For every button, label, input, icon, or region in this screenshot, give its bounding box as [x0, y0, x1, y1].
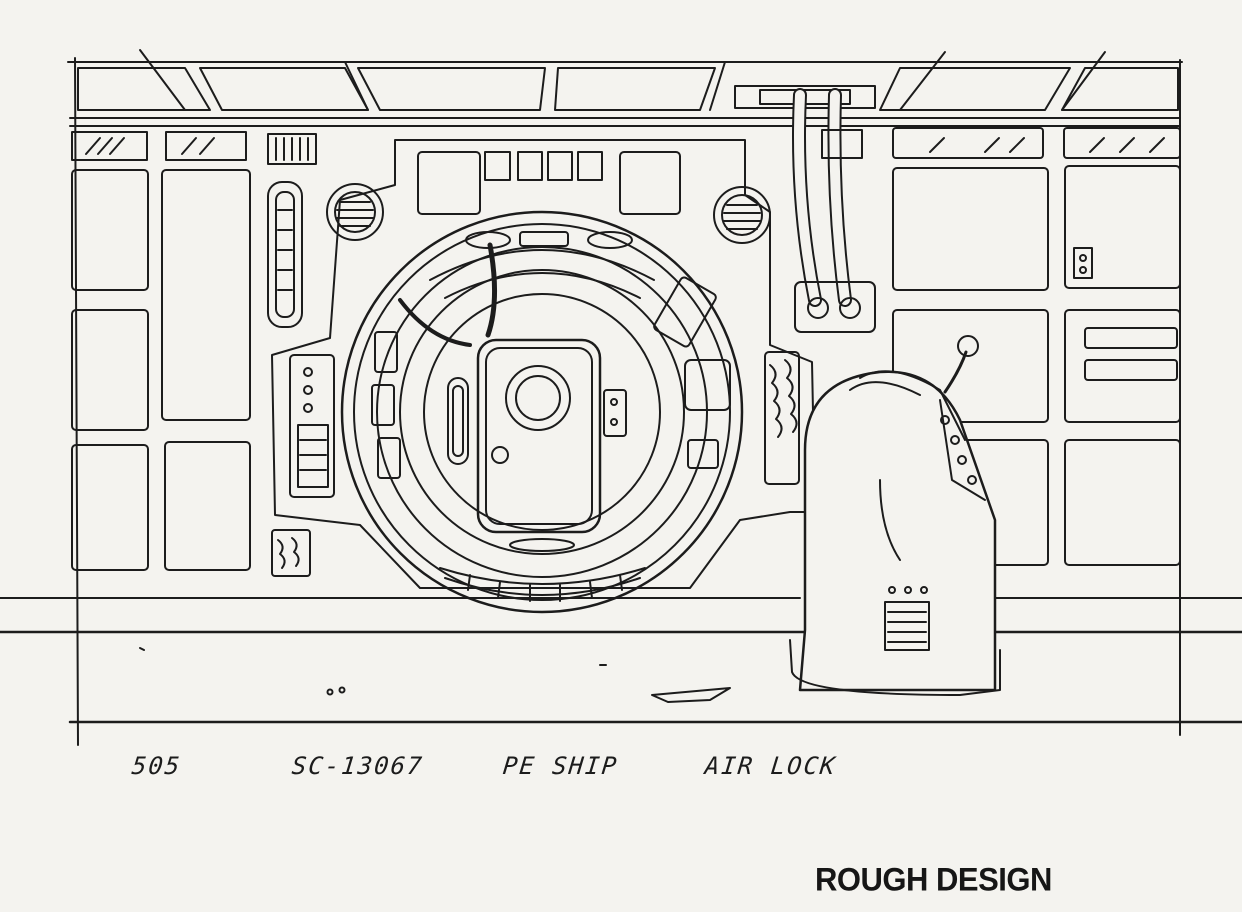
ceiling-panels	[69, 49, 1181, 127]
right-wall-panels	[892, 127, 1181, 566]
right-vent	[713, 186, 771, 244]
console-unit	[789, 335, 1001, 696]
scene-number: SC-13067	[290, 752, 426, 780]
floor-marks	[139, 647, 731, 703]
rough-design-stamp: ROUGH DESIGN	[815, 861, 1052, 898]
airlock-housing	[271, 139, 816, 589]
airlock-hatch	[340, 210, 744, 614]
left-wall-panels	[71, 131, 384, 577]
location-name: AIR LOCK	[703, 752, 839, 780]
set-name: PE SHIP	[501, 752, 620, 780]
page-number: 505	[130, 752, 183, 780]
ceiling-hoses	[792, 88, 876, 333]
